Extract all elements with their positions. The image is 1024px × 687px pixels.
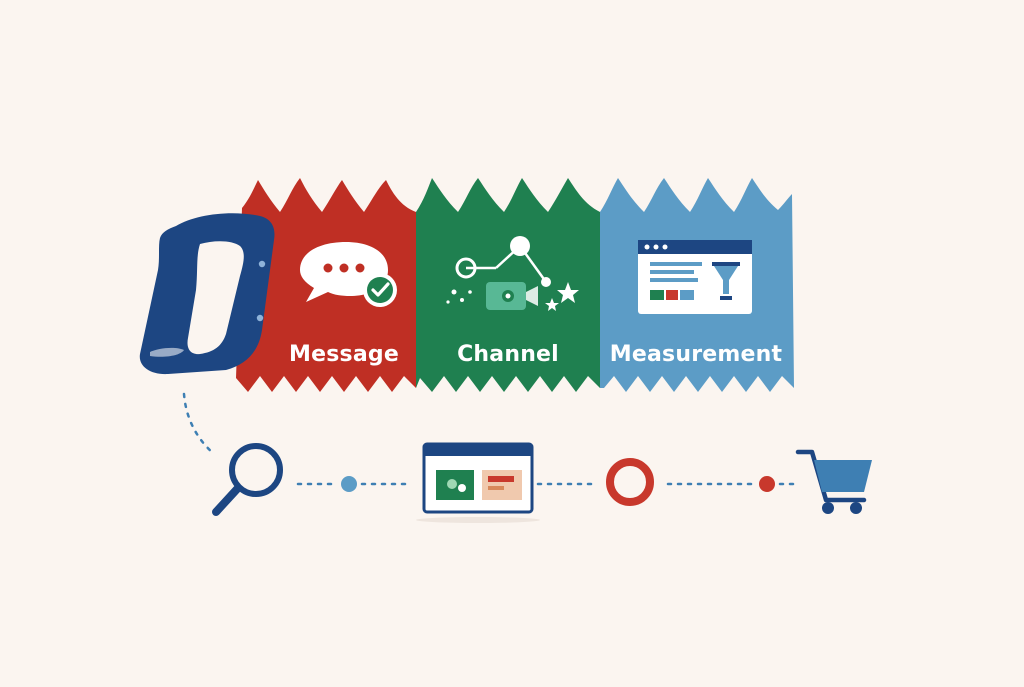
segment-channel-label: Channel (457, 341, 559, 367)
dashboard-funnel-icon (638, 240, 752, 314)
magnifier-icon (212, 443, 283, 516)
red-dot-icon (759, 476, 775, 492)
shopping-cart-icon (795, 449, 872, 514)
browser-window-icon (416, 442, 540, 523)
red-ring-icon (606, 458, 654, 506)
chat-bubble-check-icon (300, 242, 397, 307)
network-video-icon (446, 236, 579, 311)
blue-dot-icon (341, 476, 357, 492)
journey-connector (182, 392, 802, 486)
segment-measurement-label: Measurement (609, 341, 783, 367)
saw-handle-icon (139, 213, 275, 375)
segment-message-label: Message (289, 341, 399, 367)
